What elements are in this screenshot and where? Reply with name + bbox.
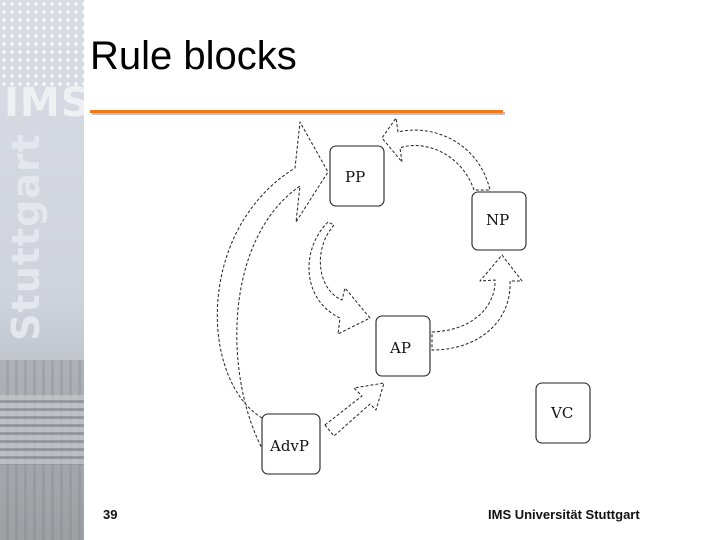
- footer-institution: IMS Universität Stuttgart: [488, 507, 640, 522]
- dot-pattern: [0, 0, 84, 90]
- building-photo-roof: [0, 395, 84, 465]
- arrow-pp-to-ap: [308, 221, 371, 335]
- node-advp-label: AdvP: [269, 437, 309, 455]
- node-np-box: [471, 191, 527, 251]
- arrow-np-to-pp: [381, 117, 491, 191]
- side-branding-strip: IMS Stuttgart: [0, 0, 84, 540]
- node-advp-box: [261, 413, 321, 475]
- node-ap-label: AP: [389, 339, 411, 357]
- node-pp-box: [329, 145, 385, 207]
- title-underline: [90, 110, 503, 113]
- arrow-advp-to-ap: [324, 382, 385, 437]
- node-vc-label: VC: [550, 404, 573, 422]
- arrow-advp-to-pp: [216, 121, 329, 453]
- node-pp-label: PP: [345, 168, 365, 186]
- node-ap-box: [375, 315, 431, 377]
- arrow-ap-to-np: [431, 254, 523, 351]
- slide-title: Rule blocks: [90, 34, 297, 78]
- page-number: 39: [103, 507, 118, 522]
- ims-watermark: IMS: [4, 80, 84, 126]
- node-np-label: NP: [486, 211, 509, 229]
- node-vc-box: [535, 382, 591, 444]
